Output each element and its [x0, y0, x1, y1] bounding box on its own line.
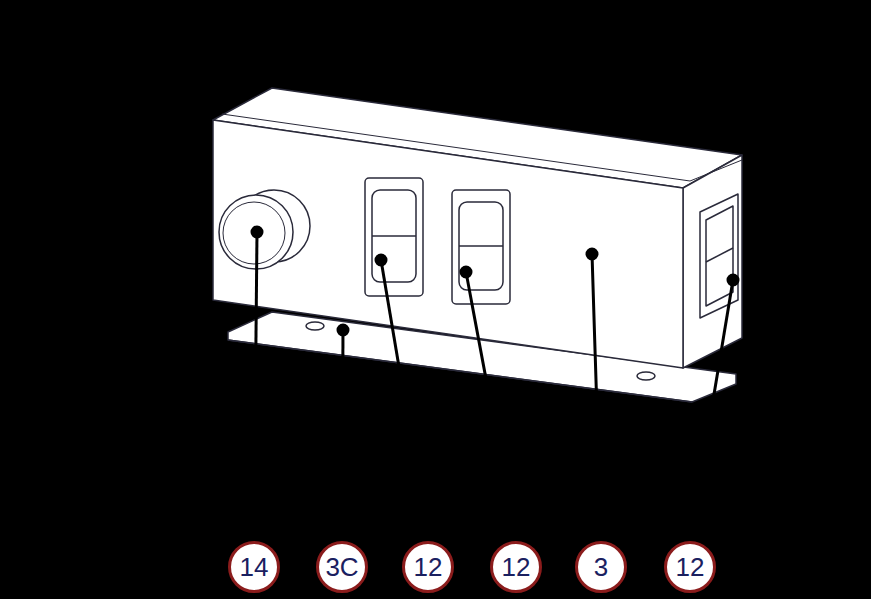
- leader-line: [381, 260, 428, 539]
- leader-line: [342, 330, 343, 539]
- callout-circle: 3C: [316, 541, 368, 593]
- callout-number: 12: [414, 554, 443, 580]
- switch-bezel: [452, 190, 510, 304]
- callout-number: 3C: [325, 554, 358, 580]
- box-side: [683, 155, 742, 368]
- box-front: [213, 120, 683, 368]
- leader-dot: [587, 249, 597, 259]
- switch-line: [706, 248, 733, 262]
- callout-circle: 12: [490, 541, 542, 593]
- callout-number: 3: [594, 554, 608, 580]
- switch-rocker: [706, 206, 733, 306]
- callout-circle: 3: [575, 541, 627, 593]
- leader-line: [254, 232, 257, 539]
- switch-line: [372, 235, 416, 237]
- leader-line: [690, 280, 733, 539]
- callout-number: 12: [676, 554, 705, 580]
- callout-circle: 12: [402, 541, 454, 593]
- switch-bezel: [365, 178, 423, 296]
- switch-rocker: [372, 190, 416, 282]
- leader-dot: [376, 255, 386, 265]
- leader-dot: [728, 275, 738, 285]
- leader-dot: [252, 227, 262, 237]
- leader-dot: [461, 267, 471, 277]
- callout-circle: 14: [228, 541, 280, 593]
- switch-line: [459, 245, 503, 247]
- leader-line: [592, 254, 601, 539]
- switch-rocker: [459, 202, 503, 290]
- leader-dot: [338, 325, 348, 335]
- callout-number: 14: [240, 554, 269, 580]
- callout-number: 12: [502, 554, 531, 580]
- knob-face: [223, 202, 285, 264]
- box-edge: [222, 114, 742, 181]
- callout-circle: 12: [664, 541, 716, 593]
- flange-hole: [306, 322, 324, 330]
- flange-hole: [637, 372, 655, 380]
- switch-bezel: [700, 194, 738, 318]
- leader-line: [466, 272, 516, 539]
